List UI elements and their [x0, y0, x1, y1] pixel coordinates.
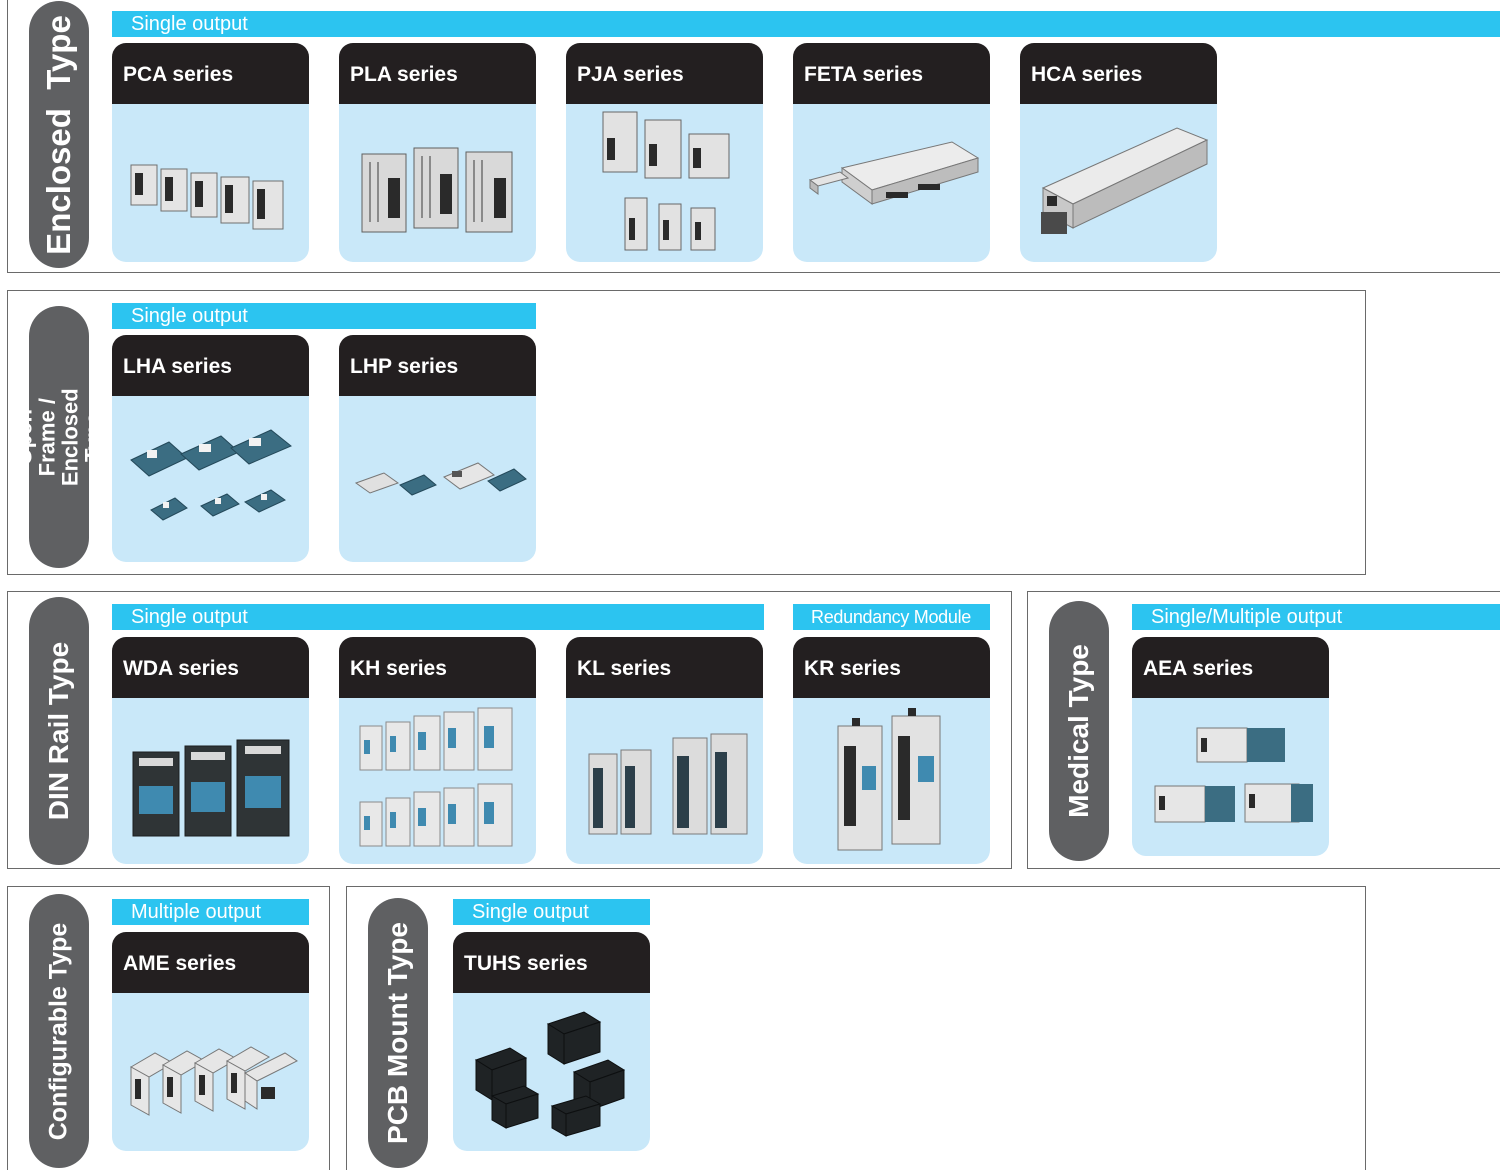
output-bar: Multiple output	[112, 899, 309, 925]
product-image	[566, 698, 763, 864]
redundancy-module-icon	[837, 708, 940, 851]
group-open-frame-type: Open Frame / Enclosed Type Single output…	[7, 290, 1366, 575]
side-tab-configurable: Configurable Type	[29, 894, 89, 1168]
group-din-rail-type: DIN Rail Type Single output Redundancy M…	[7, 591, 1012, 869]
side-tab-open-frame: Open Frame / Enclosed Type	[29, 306, 89, 568]
category-label: Configurable Type	[44, 922, 73, 1140]
output-bar: Single/Multiple output	[1132, 604, 1500, 630]
product-image	[453, 993, 650, 1151]
series-card-aea[interactable]: AEA series	[1132, 637, 1329, 856]
series-title: KH series	[339, 637, 536, 698]
product-image	[566, 104, 763, 262]
group-pcb-mount-type: PCB Mount Type Single output TUHS series	[346, 886, 1366, 1170]
medical-psu-icon	[1154, 727, 1313, 823]
series-card-hca[interactable]: HCA series	[1020, 43, 1217, 262]
series-card-lhp[interactable]: LHP series	[339, 335, 536, 562]
series-card-kh[interactable]: KH series	[339, 637, 536, 864]
series-title: KL series	[566, 637, 763, 698]
series-title: HCA series	[1020, 43, 1217, 104]
product-image	[112, 993, 309, 1151]
series-title: AEA series	[1132, 637, 1329, 698]
configurable-psu-icon	[129, 1046, 298, 1116]
flat-psu-icon	[808, 141, 979, 205]
output-bar: Single output	[112, 604, 764, 630]
product-image	[112, 104, 309, 262]
product-image	[339, 698, 536, 864]
product-image	[1020, 104, 1217, 262]
series-card-kr[interactable]: KR series	[793, 637, 990, 864]
series-card-lha[interactable]: LHA series	[112, 335, 309, 562]
redundancy-bar: Redundancy Module	[793, 604, 990, 630]
category-label: DIN Rail Type	[43, 641, 74, 821]
product-image	[112, 396, 309, 562]
series-title: LHP series	[339, 335, 536, 396]
category-label: Open Frame / Enclosed Type	[29, 388, 89, 486]
series-title: TUHS series	[453, 932, 650, 993]
group-configurable-type: Configurable Type Multiple output AME se…	[7, 886, 330, 1170]
category-label: PCB Mount Type	[382, 922, 414, 1144]
series-title: PCA series	[112, 43, 309, 104]
enclosed-psu-stack-icon	[602, 111, 729, 251]
series-card-tuhs[interactable]: TUHS series	[453, 932, 650, 1151]
series-title: KR series	[793, 637, 990, 698]
enclosed-psu-row-icon	[130, 164, 283, 230]
series-card-kl[interactable]: KL series	[566, 637, 763, 864]
category-label: Medical Type	[1063, 644, 1095, 818]
din-rail-slim-icon	[588, 733, 747, 835]
product-image	[339, 104, 536, 262]
enclosed-psu-trio-icon	[361, 147, 512, 233]
side-tab-medical: Medical Type	[1049, 601, 1109, 861]
din-rail-psu-icon	[132, 739, 289, 837]
product-image	[339, 396, 536, 562]
series-card-pla[interactable]: PLA series	[339, 43, 536, 262]
product-image	[1132, 698, 1329, 856]
product-image	[793, 104, 990, 262]
side-tab-din-rail: DIN Rail Type	[29, 597, 89, 865]
category-label: Enclosed Type	[40, 14, 77, 255]
open-frame-module-icon	[354, 462, 527, 496]
long-psu-icon	[1040, 127, 1208, 234]
series-title: PLA series	[339, 43, 536, 104]
open-frame-board-icon	[129, 429, 292, 521]
group-medical-type: Medical Type Single/Multiple output AEA …	[1027, 591, 1500, 869]
series-card-ame[interactable]: AME series	[112, 932, 309, 1151]
product-image	[112, 698, 309, 864]
series-title: WDA series	[112, 637, 309, 698]
side-tab-enclosed: Enclosed Type	[29, 1, 89, 268]
din-rail-grid-icon	[359, 707, 512, 847]
series-card-pja[interactable]: PJA series	[566, 43, 763, 262]
series-card-feta[interactable]: FETA series	[793, 43, 990, 262]
series-title: PJA series	[566, 43, 763, 104]
series-title: LHA series	[112, 335, 309, 396]
pcb-module-icon	[474, 1011, 625, 1137]
series-title: FETA series	[793, 43, 990, 104]
series-card-pca[interactable]: PCA series	[112, 43, 309, 262]
series-title: AME series	[112, 932, 309, 993]
output-bar: Single output	[112, 11, 1500, 37]
product-image	[793, 698, 990, 864]
output-bar: Single output	[112, 303, 536, 329]
group-enclosed-type: Enclosed Type Single output PCA series P…	[7, 0, 1500, 273]
output-bar: Single output	[453, 899, 650, 925]
side-tab-pcb-mount: PCB Mount Type	[368, 898, 428, 1168]
series-card-wda[interactable]: WDA series	[112, 637, 309, 864]
